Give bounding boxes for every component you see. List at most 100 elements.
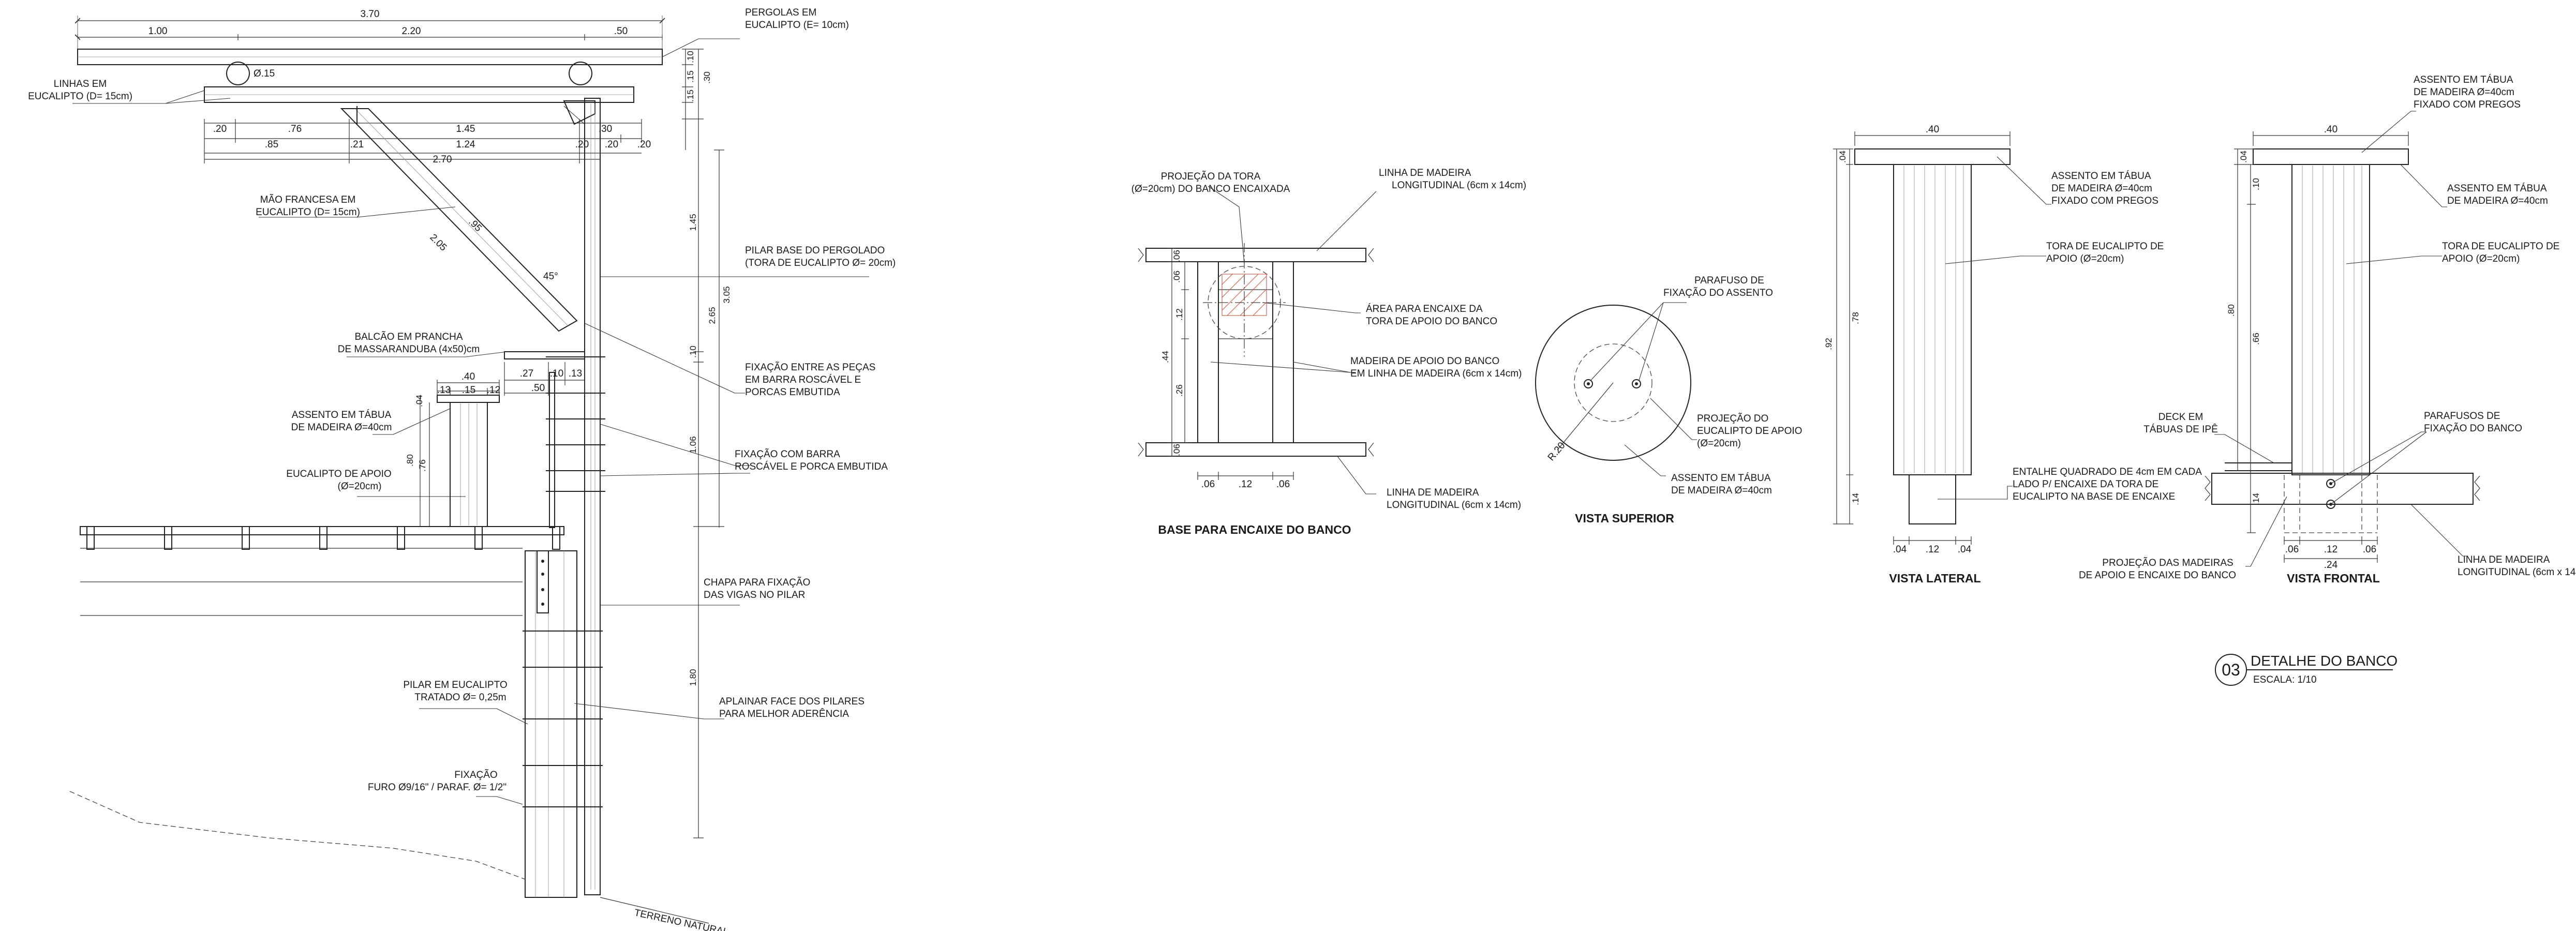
label-balcao-1: BALCÃO EM PRANCHA	[354, 331, 463, 342]
front-log	[2291, 164, 2370, 475]
base-label-madeira-1: MADEIRA DE APOIO DO BANCO	[1350, 356, 1499, 367]
label-aplainar-2: PARA MELHOR ADERÊNCIA	[719, 708, 849, 719]
screw-right	[1632, 379, 1641, 388]
base-dim-v-4: .26	[1174, 384, 1184, 397]
support-timber-left	[1197, 261, 1219, 443]
front-label-assento-side-2: DE MADEIRA Ø=40cm	[2447, 196, 2548, 206]
round-beam-left	[226, 62, 250, 85]
dim-r-1: .15	[686, 70, 695, 83]
dim-r-8: 1.06	[688, 436, 698, 453]
label-balcao-2: DE MASSARANDUBA (4x50)cm	[338, 344, 480, 355]
front-dim-2: .10	[2251, 178, 2261, 190]
bolt-bars	[523, 630, 603, 807]
front-view-title: VISTA FRONTAL	[2287, 572, 2380, 585]
front-dim-0: .40	[2324, 124, 2337, 135]
pergola-section-view: 3.70 1.00 2.20 .50 Ø.15	[28, 7, 896, 931]
front-dim-8: .06	[2363, 544, 2376, 555]
dim-mid-0: .20	[213, 124, 227, 134]
side-label-entalhe-3: EUCALIPTO NA BASE DE ENCAIXE	[2013, 491, 2175, 502]
front-label-assento-top-3: FIXADO COM PREGOS	[2414, 99, 2521, 110]
label-assento-1: ASSENTO EM TÁBUA	[292, 410, 392, 421]
front-dim-6: .06	[2285, 544, 2299, 555]
counter-dim-2: .13	[569, 368, 582, 379]
front-label-assento-top-1: ASSENTO EM TÁBUA	[2414, 74, 2513, 85]
counter-dim-0: .27	[520, 368, 533, 379]
base-dim-v-2: .06	[1172, 271, 1182, 283]
front-label-linha-1: LINHA DE MADEIRA	[2458, 554, 2550, 565]
top-label-parafuso-1: PARAFUSO DE	[1694, 275, 1764, 286]
terrain-line	[69, 791, 526, 880]
front-label-projecao-1: PROJEÇÃO DAS MADEIRAS	[2102, 557, 2233, 568]
dim-r-2: .30	[702, 71, 712, 84]
base-label-linha-bottom-2: LONGITUDINAL (6cm x 14cm)	[1387, 500, 1521, 510]
label-assento-2: DE MADEIRA Ø=40cm	[291, 422, 392, 433]
dim-r-3: .15	[686, 89, 695, 102]
front-dim-7: .12	[2324, 544, 2337, 555]
side-label-assento-1: ASSENTO EM TÁBUA	[2051, 171, 2151, 182]
base-encaixe-view: .06 .12 .06 .44 .26 .06 .06 .12 .06 PROJ…	[1131, 168, 1526, 536]
label-linhas-1: LINHAS EM	[54, 79, 107, 89]
top-label-projecao-1: PROJEÇÃO DO	[1697, 413, 1768, 424]
side-view: .40 .04 .78 .92 .14 .04 .12 .04 ASSENTO …	[1824, 124, 2202, 585]
detail-tag: 03 DETALHE DO BANCO ESCALA: 1/10	[2215, 653, 2398, 686]
terrain-label: TERRENO NATURAL	[633, 907, 729, 931]
seat-dim-v-1: .80	[405, 454, 415, 467]
round-beam-right	[569, 62, 592, 85]
side-label-tora-1: TORA DE EUCALIPTO DE	[2046, 241, 2164, 252]
front-label-assento-side-1: ASSENTO EM TÁBUA	[2447, 183, 2547, 194]
brace-dim-1: 2.05	[427, 232, 449, 253]
label-aplainar-1: APLAINAR FACE DOS PILARES	[719, 696, 865, 707]
side-label-tora-2: APOIO (Ø=20cm)	[2046, 253, 2124, 264]
side-dim-0: .40	[1926, 124, 1939, 135]
section-leaders	[72, 38, 869, 805]
base-view-title: BASE PARA ENCAIXE DO BANCO	[1158, 523, 1351, 536]
support-timber-right	[1272, 261, 1294, 443]
side-seat-plank	[1854, 148, 2011, 165]
top-view-title: VISTA SUPERIOR	[1575, 512, 1674, 525]
dim-mid-8: .20	[605, 139, 618, 150]
brace-dim-0: .95	[466, 217, 484, 234]
counter-plank	[504, 351, 585, 359]
seat-plank-section	[437, 395, 500, 403]
label-mao-francesa-1: MÃO FRANCESA EM	[260, 194, 356, 205]
top-label-parafuso-2: FIXAÇÃO DO ASSENTO	[1663, 287, 1773, 298]
front-label-parafusos-2: FIXAÇÃO DO BANCO	[2424, 423, 2522, 434]
base-label-linha-top-2: LONGITUDINAL (6cm x 14cm)	[1392, 180, 1526, 191]
front-label-deck-1: DECK EM	[2158, 412, 2203, 423]
side-log	[1893, 164, 1972, 475]
dim-2-20: 2.20	[402, 26, 421, 37]
base-label-linha-bottom-1: LINHA DE MADEIRA	[1387, 487, 1479, 498]
base-label-projecao-2: (Ø=20cm) DO BANCO ENCAIXADA	[1131, 184, 1290, 194]
base-label-linha-top-1: LINHA DE MADEIRA	[1379, 168, 1471, 178]
dim-r-5: 3.05	[722, 286, 732, 303]
front-dim-5: .14	[2251, 493, 2261, 505]
label-chapa-1: CHAPA PARA FIXAÇÃO	[704, 577, 810, 588]
label-mao-francesa-2: EUCALIPTO (D= 15cm)	[256, 207, 360, 218]
base-dim-h-0: .06	[1201, 479, 1215, 490]
front-view: .40 .04 .10 .80 .66 .14 .06 .12 .06 .24	[2079, 74, 2576, 585]
front-longitudinal-beam	[2211, 473, 2474, 505]
label-pilar-base-1: PILAR BASE DO PERGOLADO	[745, 245, 885, 256]
front-label-tora-1: TORA DE EUCALIPTO DE	[2442, 241, 2559, 252]
angle-label: 45°	[543, 271, 558, 282]
side-dim-6: .12	[1926, 544, 1939, 555]
label-fixacao-pecas-2: EM BARRA ROSCÁVEL E	[745, 374, 861, 385]
front-dim-3: .80	[2226, 304, 2236, 317]
label-pilar-base-2: (TORA DE EUCALIPTO Ø= 20cm)	[745, 258, 896, 268]
front-dim-4: .66	[2251, 333, 2261, 345]
side-view-title: VISTA LATERAL	[1889, 572, 1981, 585]
label-pergolas-2: EUCALIPTO (E= 10cm)	[745, 20, 849, 31]
base-top-beam	[1145, 248, 1366, 262]
front-label-assento-top-2: DE MADEIRA Ø=40cm	[2414, 87, 2514, 98]
dim-r-6: 2.65	[707, 307, 717, 324]
front-dim-1: .04	[2239, 151, 2249, 163]
dim-mid-10: 2.70	[433, 154, 452, 165]
deck-joists	[86, 526, 560, 550]
front-label-projecao-2: DE APOIO E ENCAIXE DO BANCO	[2079, 570, 2236, 581]
side-dim-7: .04	[1958, 544, 1972, 555]
label-pergolas-1: PERGOLAS EM	[745, 7, 816, 18]
side-dim-1: .04	[1838, 151, 1848, 163]
base-dim-v-5: .06	[1172, 444, 1182, 456]
dim-0-50: .50	[614, 26, 628, 37]
base-label-projecao-1: PROJEÇÃO DA TORA	[1161, 171, 1261, 182]
